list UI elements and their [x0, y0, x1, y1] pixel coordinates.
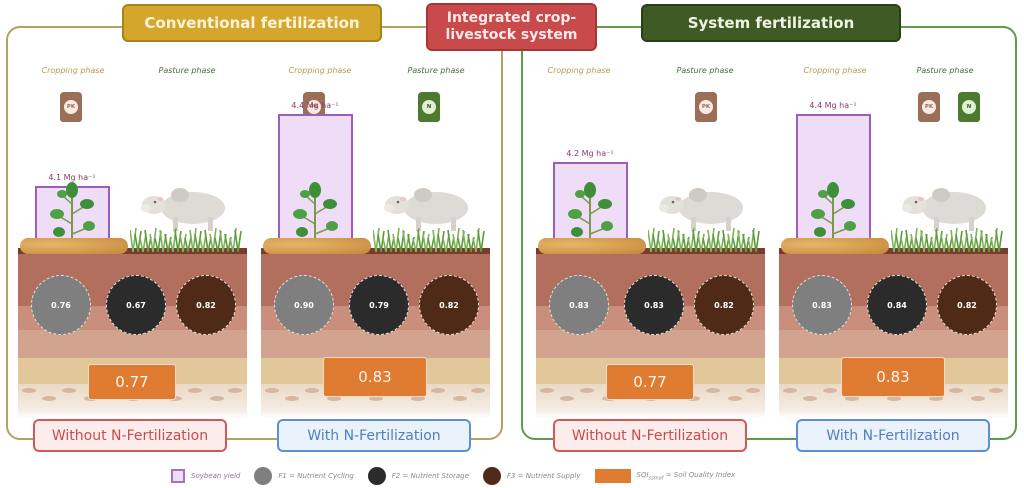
grass-icon: [891, 227, 1003, 252]
soybean-yield-bar: [278, 114, 353, 254]
phase-label-cropping: Cropping phase: [41, 66, 105, 75]
f3-nutrient-supply-circle: 0.82: [937, 275, 997, 335]
soybean-yield-label: 4.2 Mg ha⁻¹: [566, 149, 614, 158]
with-n-fertilization-label: With N-Fertilization: [277, 419, 471, 452]
without-n-fertilization-label: Without N-Fertilization: [33, 419, 227, 452]
legend-item-f1: F1 = Nutrient Cycling: [254, 467, 354, 485]
conventional-fertilization-header: Conventional fertilization: [122, 4, 382, 42]
sqi-swatch-icon: [594, 469, 631, 483]
cattle-icon: [381, 183, 476, 237]
phase-label-pasture: Pasture phase: [916, 66, 974, 75]
f1-nutrient-cycling-circle: 0.83: [549, 275, 609, 335]
straw-mulch-icon: [781, 238, 889, 254]
pk-fertilizer-bag-icon: PK: [918, 92, 940, 122]
f2-nutrient-storage-circle: 0.67: [106, 275, 166, 335]
soil-quality-index-box: 0.83: [323, 357, 427, 397]
f3-nutrient-supply-circle: 0.82: [419, 275, 479, 335]
phase-label-pasture: Pasture phase: [407, 66, 465, 75]
phase-label-pasture: Pasture phase: [158, 66, 216, 75]
grass-icon: [373, 227, 485, 252]
f1-nutrient-cycling-circle: 0.83: [792, 275, 852, 335]
soybean-yield-swatch-icon: [171, 469, 185, 483]
f1-nutrient-cycling-circle: 0.76: [31, 275, 91, 335]
soybean-yield-label: 4.1 Mg ha⁻¹: [48, 173, 96, 182]
pk-fertilizer-bag-icon: PK: [60, 92, 82, 122]
cattle-icon: [899, 183, 994, 237]
legend: Soybean yield F1 = Nutrient Cycling F2 =…: [171, 466, 743, 486]
integrated-crop-livestock-header: Integrated crop-livestock system: [426, 3, 597, 51]
soil-quality-index-box: 0.77: [606, 364, 694, 400]
phase-label-cropping: Cropping phase: [547, 66, 611, 75]
phase-label-cropping: Cropping phase: [803, 66, 867, 75]
straw-mulch-icon: [20, 238, 128, 254]
grass-icon: [130, 227, 242, 252]
with-n-fertilization-label: With N-Fertilization: [796, 419, 990, 452]
f2-nutrient-storage-circle: 0.83: [624, 275, 684, 335]
pk-fertilizer-bag-icon: PK: [695, 92, 717, 122]
soybean-yield-bar: [796, 114, 871, 254]
f2-nutrient-storage-circle: 0.84: [867, 275, 927, 335]
f1-swatch-icon: [254, 467, 273, 485]
without-n-fertilization-label: Without N-Fertilization: [553, 419, 747, 452]
soybean-plant-icon: [568, 182, 613, 254]
f1-nutrient-cycling-circle: 0.90: [274, 275, 334, 335]
soil-quality-index-box: 0.77: [88, 364, 176, 400]
straw-mulch-icon: [263, 238, 371, 254]
phase-label-pasture: Pasture phase: [676, 66, 734, 75]
soybean-plant-icon: [50, 182, 95, 254]
f3-nutrient-supply-circle: 0.82: [176, 275, 236, 335]
n-fertilizer-bag-icon: N: [418, 92, 440, 122]
cattle-icon: [656, 183, 751, 237]
f2-swatch-icon: [367, 467, 386, 485]
legend-item-f2: F2 = Nutrient Storage: [367, 467, 469, 485]
soybean-yield-label: 4.4 Mg ha⁻¹: [291, 101, 339, 110]
phase-label-cropping: Cropping phase: [288, 66, 352, 75]
legend-item-f3: F3 = Nutrient Supply: [482, 467, 581, 485]
soybean-yield-label: 4.4 Mg ha⁻¹: [809, 101, 857, 110]
n-fertilizer-bag-icon: N: [958, 92, 980, 122]
system-fertilization-header: System fertilization: [641, 4, 901, 42]
soil-quality-index-box: 0.83: [841, 357, 945, 397]
soybean-yield-bar: [553, 162, 628, 254]
cattle-icon: [138, 183, 233, 237]
straw-mulch-icon: [538, 238, 646, 254]
grass-icon: [648, 227, 760, 252]
f3-nutrient-supply-circle: 0.82: [694, 275, 754, 335]
legend-item-sqi: SQIssmaf = Soil Quality Index: [594, 469, 735, 483]
f3-swatch-icon: [482, 467, 501, 485]
soybean-plant-icon: [811, 182, 856, 254]
legend-item-soybean-yield: Soybean yield: [171, 469, 240, 483]
f2-nutrient-storage-circle: 0.79: [349, 275, 409, 335]
